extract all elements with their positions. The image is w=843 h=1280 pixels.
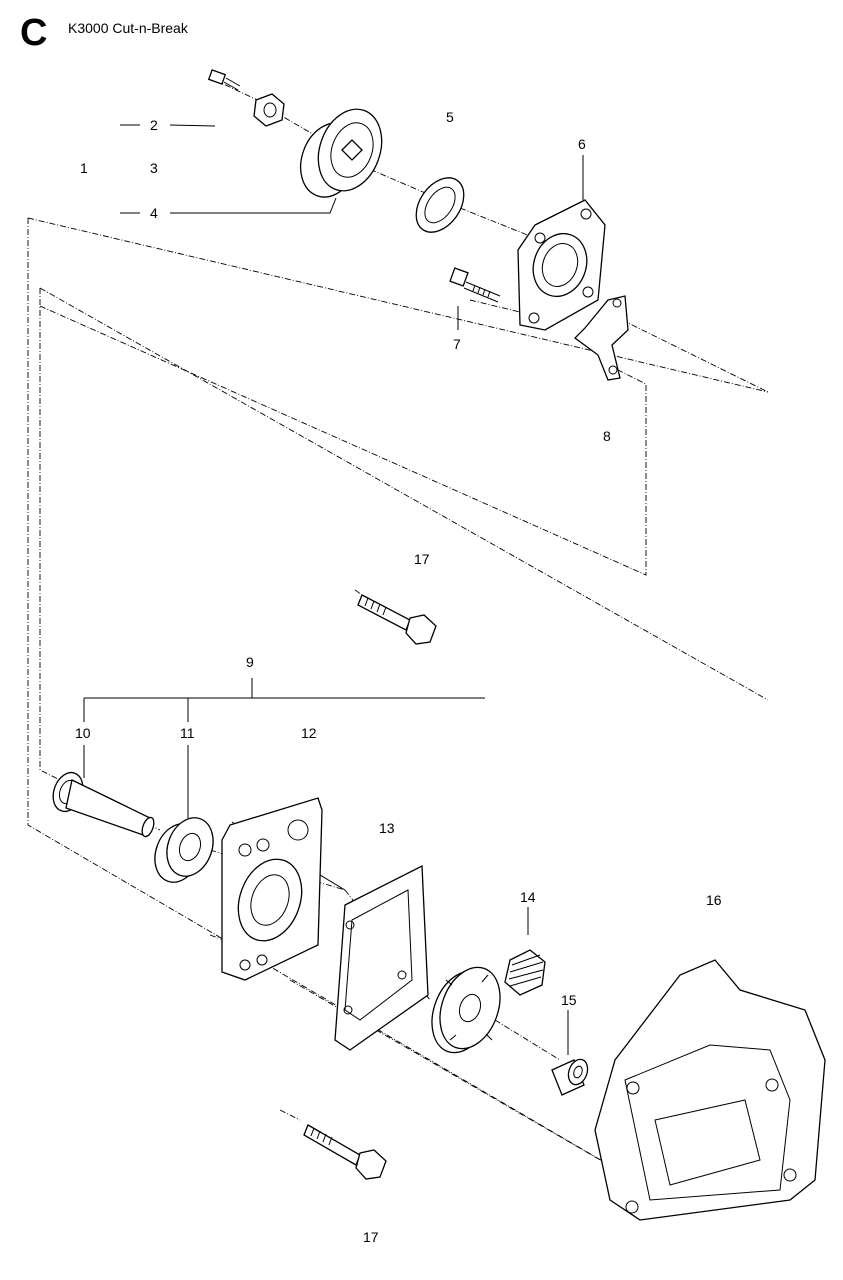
bolt-part-7	[449, 267, 501, 303]
bracket-part-8	[574, 295, 629, 381]
bushing-part-15	[551, 1058, 589, 1096]
gear-case-part-16	[594, 959, 826, 1221]
section-letter: C	[20, 12, 48, 54]
shaft-part-10	[52, 771, 155, 838]
callout-17-upper: 17	[414, 551, 430, 567]
callout-4: 4	[150, 205, 158, 221]
callout-8: 8	[603, 428, 611, 444]
callout-leader-lines	[83, 124, 584, 1055]
callout-2: 2	[150, 117, 158, 133]
callout-16: 16	[706, 892, 722, 908]
diagram-header: C K3000 Cut-n-Break	[0, 0, 843, 60]
pinion-part-14	[504, 949, 546, 996]
callout-10: 10	[75, 725, 91, 741]
housing-cover-part-12	[221, 797, 323, 981]
bearing-plate-part-6	[517, 199, 606, 331]
bearing-part-11	[154, 817, 214, 883]
gear-wheel	[431, 966, 501, 1054]
callout-5: 5	[446, 109, 454, 125]
gasket-part-13	[334, 864, 429, 1051]
pulley-part-4	[300, 108, 383, 198]
callout-15: 15	[561, 992, 577, 1008]
callout-13: 13	[379, 820, 395, 836]
callout-12: 12	[301, 725, 317, 741]
bearing-ring-part-5	[415, 177, 465, 233]
screw-part-1	[207, 69, 241, 91]
callout-17-lower: 17	[363, 1229, 379, 1245]
callout-labels: 1 2 3 4 5 6 7 8 9 10 11 12 13 14 15 16 1…	[75, 109, 722, 1245]
callout-7: 7	[453, 336, 461, 352]
bolt-part-17-lower	[303, 1124, 387, 1180]
callout-1: 1	[80, 160, 88, 176]
callout-3: 3	[150, 160, 158, 176]
callout-6: 6	[578, 136, 586, 152]
diagram-title: K3000 Cut-n-Break	[68, 20, 188, 36]
bolt-part-17-upper	[357, 594, 437, 645]
nut-part-2	[253, 93, 285, 127]
callout-14: 14	[520, 889, 536, 905]
callout-9: 9	[246, 654, 254, 670]
callout-11: 11	[180, 725, 195, 741]
